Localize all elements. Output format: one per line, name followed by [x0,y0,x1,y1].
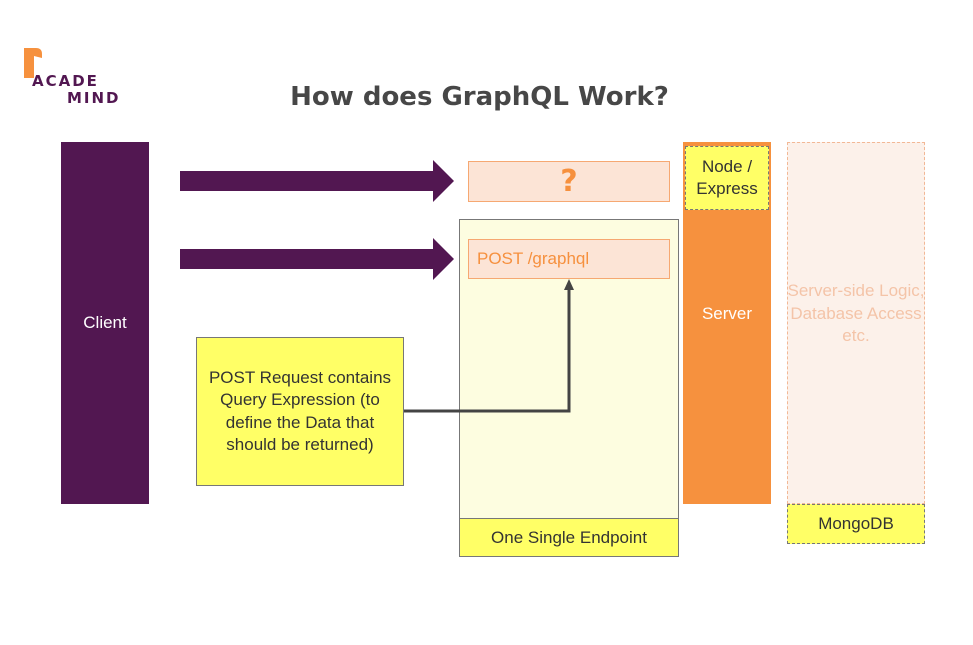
single-endpoint-label-box: One Single Endpoint [459,518,679,557]
unknown-endpoint-box: ? [468,161,670,202]
request-arrow-2-head [433,238,454,280]
logo-flag-icon [24,48,42,78]
logo-text-line1: ACADE [32,72,99,90]
node-express-label: Node / Express [696,157,758,198]
logo-text-line2: MIND [67,89,121,107]
mongodb-label: MongoDB [818,514,894,533]
client-box: Client [61,142,149,504]
node-express-box: Node / Express [685,146,769,210]
post-request-note: POST Request contains Query Expression (… [196,337,404,486]
mongodb-box: MongoDB [787,504,925,544]
client-label: Client [83,313,127,332]
academind-logo: ACADE MIND [20,48,130,108]
slide-title: How does GraphQL Work? [290,82,669,112]
request-arrow-1-head [433,160,454,202]
request-arrow-2-shaft [180,249,434,269]
server-logic-column [787,142,925,504]
single-endpoint-label: One Single Endpoint [491,527,647,547]
post-graphql-label: POST /graphql [477,249,590,268]
server-logic-text: Server-side Logic, Database Access etc. [787,281,925,345]
server-label: Server [701,304,753,323]
request-arrow-1-shaft [180,171,434,191]
post-request-note-text: POST Request contains Query Expression (… [208,367,392,455]
question-mark: ? [560,164,578,199]
post-graphql-endpoint: POST /graphql [468,239,670,279]
